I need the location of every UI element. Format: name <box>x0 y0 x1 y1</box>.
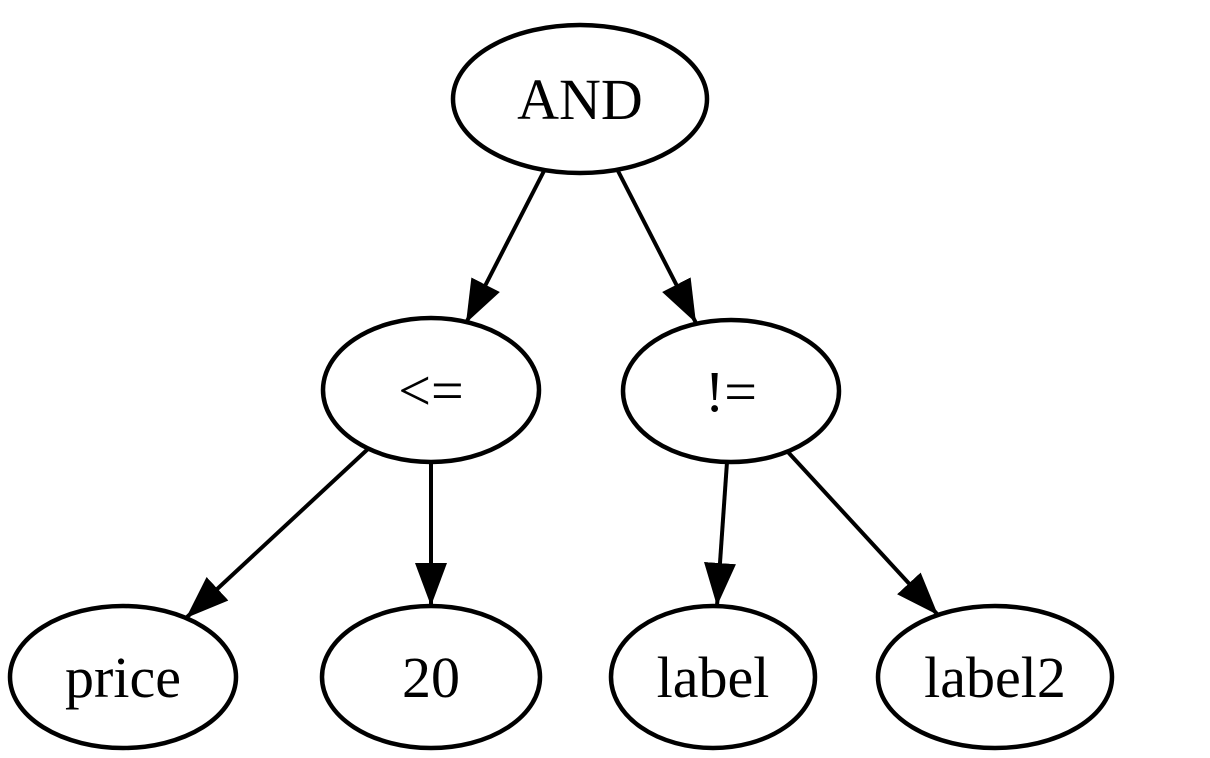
node-le-ellipse <box>320 315 542 465</box>
edge-group <box>184 168 940 620</box>
node-label2-ellipse <box>875 603 1115 751</box>
node-twenty-ellipse <box>319 603 543 751</box>
node-label2-label: label2 <box>924 645 1066 710</box>
node-label: label <box>608 603 818 751</box>
node-twenty-label: 20 <box>402 645 460 710</box>
node-ne: != <box>620 317 842 465</box>
edge-and-to-le <box>464 168 547 324</box>
node-ne-label: != <box>705 359 757 424</box>
node-le: <= <box>320 315 542 465</box>
node-price: price <box>7 603 239 751</box>
node-label-label: label <box>657 645 770 710</box>
node-and: AND <box>450 22 710 176</box>
node-label-ellipse <box>608 603 818 751</box>
edge-ne-to-label2 <box>785 449 940 617</box>
node-le-label: <= <box>398 358 463 423</box>
node-and-ellipse <box>450 22 710 176</box>
node-price-label: price <box>65 645 181 710</box>
edge-le-to-price <box>184 446 371 620</box>
node-ne-ellipse <box>620 317 842 465</box>
node-price-ellipse <box>7 603 239 751</box>
node-and-label: AND <box>517 67 643 132</box>
node-twenty: 20 <box>319 603 543 751</box>
edge-ne-to-label <box>704 461 736 607</box>
node-label2: label2 <box>875 603 1115 751</box>
edge-and-to-ne <box>615 168 698 324</box>
